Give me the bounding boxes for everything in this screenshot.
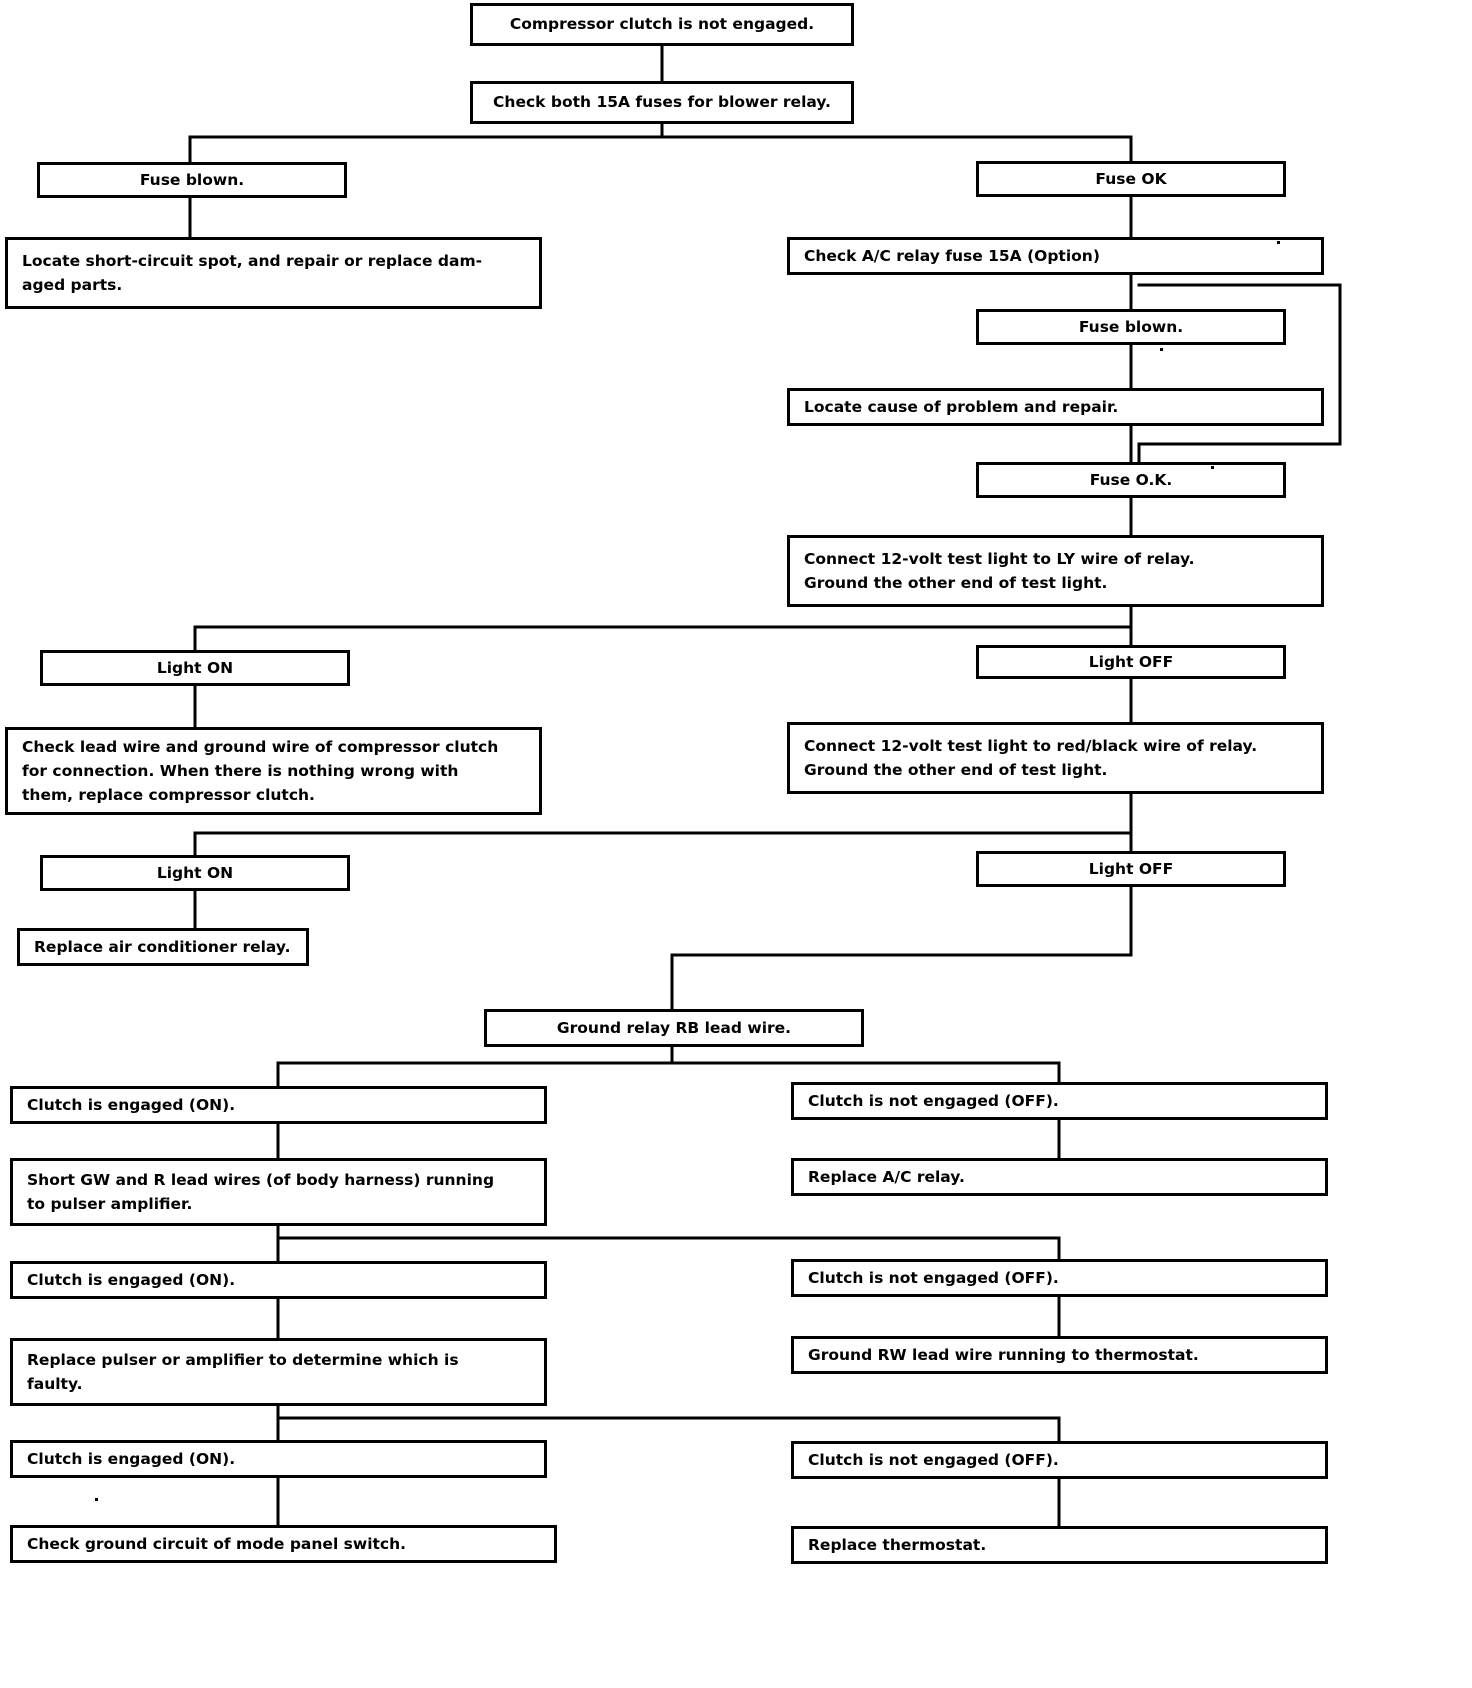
flowchart-node-n19: Clutch is engaged (ON). — [10, 1086, 547, 1124]
flowchart-node-n30: Replace thermostat. — [791, 1526, 1328, 1564]
flowchart-node-n06: Check A/C relay fuse 15A (Option) — [787, 237, 1324, 275]
flowchart-node-label: Fuse OK — [1095, 169, 1167, 188]
flowchart-node-label: Check both 15A fuses for blower relay. — [493, 93, 831, 112]
flowchart-node-n21: Clutch is engaged (ON). — [10, 1261, 547, 1299]
flowchart-node-n18: Ground relay RB lead wire. — [484, 1009, 864, 1047]
flowchart-node-n14: Connect 12-volt test light to red/black … — [787, 722, 1324, 794]
flowchart-node-n27: Clutch is not engaged (OFF). — [791, 1259, 1328, 1297]
flowchart-node-label: Locate cause of problem and repair. — [804, 397, 1119, 416]
flowchart-node-label: Light ON — [156, 658, 234, 677]
connector-line — [670, 885, 1133, 1011]
flowchart-node-label: Clutch is engaged (ON). — [27, 1449, 236, 1468]
scan-speck — [95, 1498, 98, 1501]
flowchart-node-label: Replace air conditioner relay. — [34, 937, 291, 956]
flowchart-node-label: Clutch is not engaged (OFF). — [808, 1268, 1059, 1287]
flowchart-node-label: Clutch is not engaged (OFF). — [808, 1450, 1059, 1469]
flowchart-node-n05: Fuse OK — [976, 161, 1286, 197]
flowchart-node-label: Ground RW lead wire running to thermosta… — [808, 1345, 1199, 1364]
flowchart-node-n28: Ground RW lead wire running to thermosta… — [791, 1336, 1328, 1374]
flowchart-node-label: Replace pulser or amplifier to determine… — [27, 1350, 459, 1393]
flowchart-node-label: Locate short-circuit spot, and repair or… — [22, 251, 483, 294]
flowchart-node-label: Connect 12-volt test light to LY wire of… — [804, 549, 1195, 592]
flowchart-node-label: Fuse O.K. — [1089, 470, 1173, 489]
flowchart-node-label: Connect 12-volt test light to red/black … — [804, 736, 1258, 779]
flowchart-node-label: Fuse blown. — [139, 170, 245, 189]
flowchart-node-n07: Fuse blown. — [976, 309, 1286, 345]
flowchart-node-n17: Light OFF — [976, 851, 1286, 887]
flowchart-node-n12: Check lead wire and ground wire of compr… — [5, 727, 542, 815]
flowchart-node-label: Compressor clutch is not engaged. — [509, 15, 815, 34]
flowchart-node-label: Fuse blown. — [1078, 317, 1184, 336]
flowchart-node-n23: Clutch is engaged (ON). — [10, 1440, 547, 1478]
flowchart-node-n24: Check ground circuit of mode panel switc… — [10, 1525, 557, 1563]
flowchart-node-label: Clutch is engaged (ON). — [27, 1270, 236, 1289]
flowchart-node-label: Clutch is engaged (ON). — [27, 1095, 236, 1114]
flowchart-node-label: Check lead wire and ground wire of compr… — [22, 737, 499, 804]
flowchart-node-n29: Clutch is not engaged (OFF). — [791, 1441, 1328, 1479]
flowchart-node-label: Replace A/C relay. — [808, 1167, 965, 1186]
flowchart-node-n25: Clutch is not engaged (OFF). — [791, 1082, 1328, 1120]
scan-speck — [1277, 241, 1280, 244]
flowchart-node-n09: Fuse O.K. — [976, 462, 1286, 498]
flowchart-node-label: Replace thermostat. — [808, 1535, 987, 1554]
flowchart-node-n15: Light ON — [40, 855, 350, 891]
flowchart-node-n01: Compressor clutch is not engaged. — [470, 3, 854, 46]
flowchart-node-label: Ground relay RB lead wire. — [556, 1018, 792, 1037]
scan-speck — [1160, 348, 1163, 351]
flowchart-node-n08: Locate cause of problem and repair. — [787, 388, 1324, 426]
flowchart-node-n20: Short GW and R lead wires (of body harne… — [10, 1158, 547, 1226]
flowchart-node-n02: Check both 15A fuses for blower relay. — [470, 81, 854, 124]
flowchart-node-n10: Connect 12-volt test light to LY wire of… — [787, 535, 1324, 607]
flowchart-node-n11: Light ON — [40, 650, 350, 686]
flowchart-node-n16: Replace air conditioner relay. — [17, 928, 309, 966]
flowchart-node-n03: Fuse blown. — [37, 162, 347, 198]
flowchart-node-label: Clutch is not engaged (OFF). — [808, 1091, 1059, 1110]
flowchart-node-n26: Replace A/C relay. — [791, 1158, 1328, 1196]
flowchart-node-label: Light OFF — [1088, 859, 1174, 878]
scan-speck — [1211, 466, 1214, 469]
flowchart-node-label: Check ground circuit of mode panel switc… — [27, 1534, 407, 1553]
flowchart-node-label: Light OFF — [1088, 652, 1174, 671]
flowchart-node-n13: Light OFF — [976, 645, 1286, 679]
flowchart-node-n04: Locate short-circuit spot, and repair or… — [5, 237, 542, 309]
flowchart-node-n22: Replace pulser or amplifier to determine… — [10, 1338, 547, 1406]
flowchart-node-label: Check A/C relay fuse 15A (Option) — [804, 246, 1100, 265]
flowchart-node-label: Light ON — [156, 863, 234, 882]
flowchart-node-label: Short GW and R lead wires (of body harne… — [27, 1170, 495, 1213]
